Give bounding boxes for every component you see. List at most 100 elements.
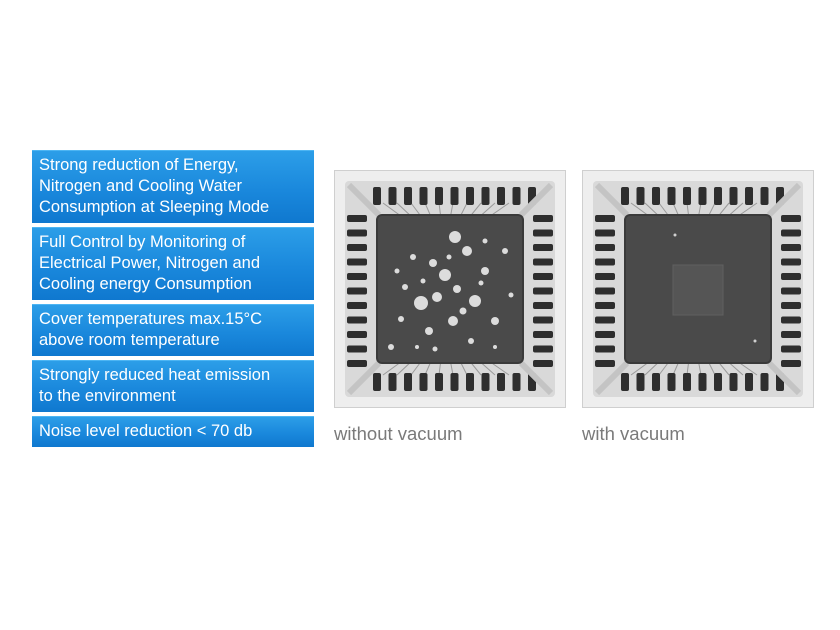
lead-pin [533,345,553,353]
lead-pin [667,373,676,391]
feature-line: Strong reduction of Energy, [39,156,239,174]
xray-image-with-vacuum [582,170,814,408]
feature-list: Strong reduction of Energy, Nitrogen and… [32,150,314,451]
solder-void [429,259,437,267]
lead-pin [347,345,367,353]
tie-bar [346,182,382,218]
solder-void [493,345,497,349]
lead-pin [435,187,443,205]
lead-pin [595,331,615,338]
solder-void [398,316,404,322]
tie-bar [766,360,802,396]
feature-box-heat-emission: Strongly reduced heat emission to the en… [32,360,314,412]
lead-pin [533,331,553,338]
solder-void [478,280,484,286]
solder-void [439,269,451,281]
lead-pin [533,258,553,266]
lead-pin [450,373,459,391]
caption-with-vacuum: with vacuum [582,423,685,444]
lead-pin [781,287,801,295]
lead-pin [347,287,367,295]
lead-pin [347,258,367,266]
lead-pin [745,187,753,205]
lead-pin [595,229,615,237]
lead-pin [781,345,801,353]
lead-pin [373,373,381,391]
lead-pin [760,187,769,205]
inner-die [672,264,724,316]
lead-pin [781,229,801,237]
solder-void [673,233,677,237]
feature-line: Full Control by Monitoring of [39,233,246,251]
chip-xray-voids [345,181,555,397]
lead-pin [533,273,553,280]
chip-xray-clean [593,181,803,397]
lead-pin [652,187,660,205]
caption-without-vacuum: without vacuum [334,423,463,444]
solder-void [448,316,458,326]
lead-pin [347,229,367,237]
solder-void [394,268,400,274]
feature-box-energy: Strong reduction of Energy, Nitrogen and… [32,150,314,223]
solder-void [432,292,442,302]
feature-line: Nitrogen and Cooling Water [39,177,242,195]
lead-pin [781,316,801,324]
lead-pin [652,373,660,391]
lead-pin [781,215,801,222]
solder-void [415,345,419,349]
solder-void [459,307,467,315]
feature-box-cover-temperature: Cover temperatures max.15°C above room t… [32,304,314,356]
lead-pin [347,316,367,324]
solder-void [420,278,426,284]
feature-line: Noise level reduction < 70 db [39,422,253,440]
lead-pin [595,287,615,295]
feature-line: Strongly reduced heat emission [39,366,271,384]
solder-void [432,346,438,352]
lead-pin [481,187,490,205]
lead-pin [595,302,615,309]
lead-pin [512,187,521,205]
solder-void [753,339,757,343]
lead-pin [533,244,553,251]
die-pad [376,214,524,364]
solder-void [402,284,408,290]
solder-void [449,231,461,243]
lead-pin [404,373,412,391]
lead-pin [714,373,722,391]
solder-void [462,246,472,256]
lead-pin [497,373,505,391]
lead-pin [466,373,474,391]
lead-pin [512,373,521,391]
lead-pin [419,373,428,391]
solder-void [425,327,433,335]
solder-void [469,295,481,307]
tie-bar [518,360,554,396]
lead-pin [745,373,753,391]
lead-pin [667,187,676,205]
lead-pin [781,244,801,251]
lead-pin [450,187,459,205]
solder-void [468,338,474,344]
lead-pin [595,244,615,251]
lead-pin [636,187,645,205]
lead-pin [698,373,707,391]
lead-pin [347,244,367,251]
feature-line: above room temperature [39,331,220,349]
feature-box-monitoring: Full Control by Monitoring of Electrical… [32,227,314,300]
lead-pin [481,373,490,391]
lead-pin [781,331,801,338]
lead-pin [347,331,367,338]
lead-pin [595,273,615,280]
lead-pin [781,302,801,309]
lead-pin [595,345,615,353]
solder-void [446,254,452,260]
solder-void [502,248,508,254]
feature-line: Consumption at Sleeping Mode [39,198,270,216]
lead-pin [419,187,428,205]
lead-pin [347,360,367,367]
feature-line: Cover temperatures max.15°C [39,310,263,328]
lead-pin [595,258,615,266]
lead-pin [388,187,397,205]
lead-pin [533,229,553,237]
tie-bar [766,182,802,218]
